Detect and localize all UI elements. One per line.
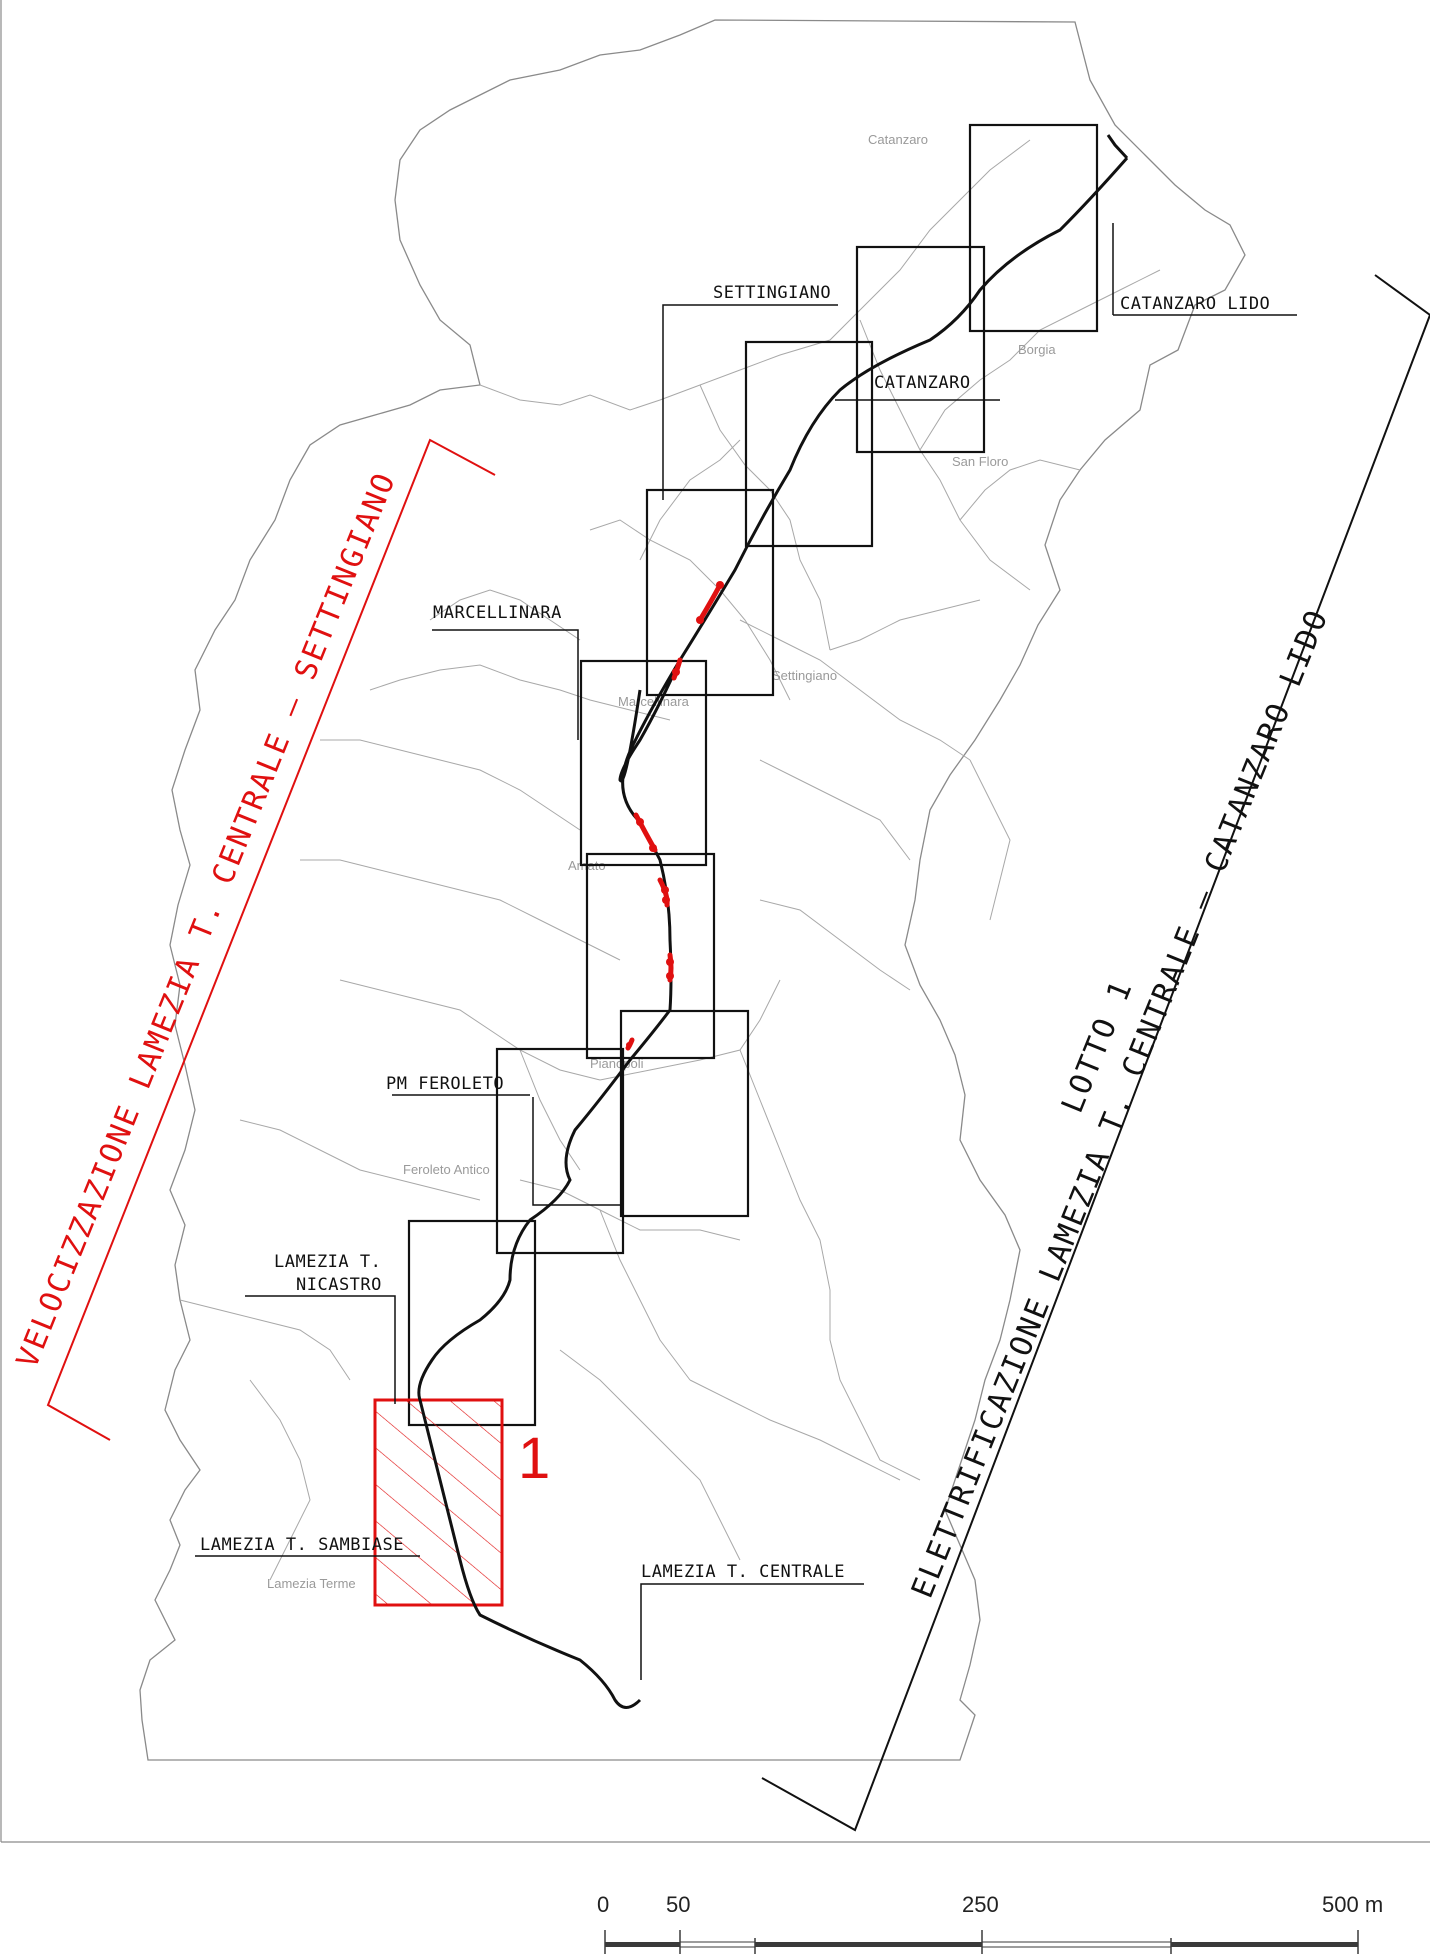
station-pm-feroleto: PM FEROLETO <box>386 1074 504 1094</box>
station-marcellinara: MARCELLINARA <box>433 603 562 623</box>
station-catanzaro-lido: CATANZARO LIDO <box>1120 294 1270 314</box>
municipal-boundaries <box>179 139 1161 1581</box>
scale-tick-250: 250 <box>962 1892 999 1917</box>
station-lamezia-sambiase: LAMEZIA T. SAMBIASE <box>200 1535 404 1555</box>
station-catanzaro: CATANZARO <box>874 373 971 393</box>
elettrificazione-label: ELETTRIFICAZIONE LAMEZIA T. CENTRALE – C… <box>905 604 1336 1603</box>
velocizzazione-label: VELOCIZZAZIONE LAMEZIA T. CENTRALE – SET… <box>10 467 403 1373</box>
town-feroleto-antico: Feroleto Antico <box>403 1162 490 1177</box>
station-lamezia-nicastro-line1: LAMEZIA T. <box>274 1252 381 1272</box>
territory-boundary <box>139 19 1246 1761</box>
elettrificazione-bracket <box>761 274 1430 1832</box>
town-san-floro: San Floro <box>952 454 1008 469</box>
town-marcellinara: Marcellinara <box>618 694 690 709</box>
town-borgia: Borgia <box>1018 342 1056 357</box>
railway-line <box>417 134 1129 1709</box>
upgrade-points <box>626 581 724 1048</box>
station-leaders <box>195 223 1297 1680</box>
velocizzazione-bracket <box>46 438 496 1441</box>
scale-tick-500: 500 m <box>1322 1892 1383 1917</box>
station-lamezia-nicastro-line2: NICASTRO <box>296 1275 382 1295</box>
lot-1-number: 1 <box>518 1426 550 1491</box>
sheet-frames <box>407 123 1099 1427</box>
town-settingiano: Settingiano <box>772 668 837 683</box>
town-lamezia-terme: Lamezia Terme <box>267 1576 356 1591</box>
lot-1-frame <box>373 1398 504 1607</box>
station-lamezia-centrale: LAMEZIA T. CENTRALE <box>641 1562 845 1582</box>
town-catanzaro: Catanzaro <box>868 132 928 147</box>
scale-bar: 0 50 250 500 m <box>597 1892 1383 1954</box>
station-settingiano: SETTINGIANO <box>713 283 831 303</box>
scale-tick-0: 0 <box>597 1892 609 1917</box>
scale-tick-50: 50 <box>666 1892 690 1917</box>
